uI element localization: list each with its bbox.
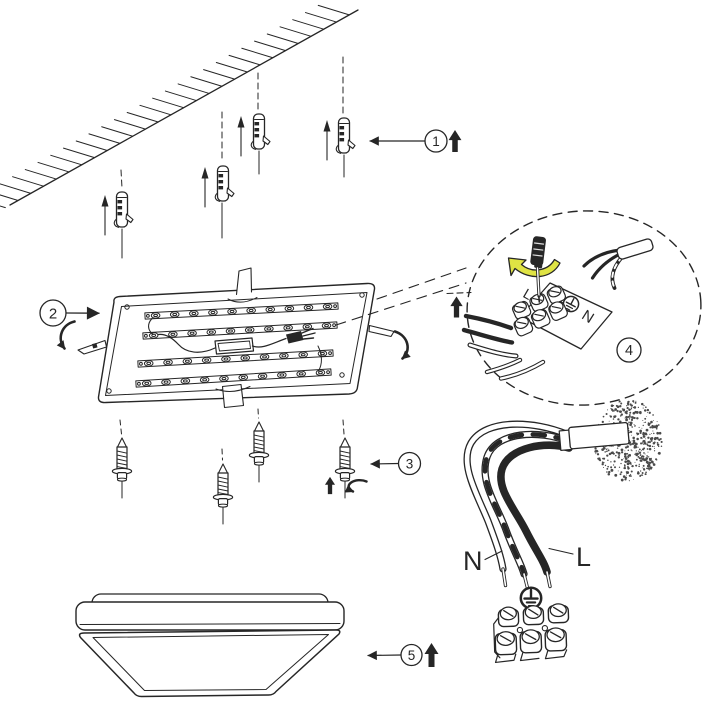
step-4-badge bbox=[616, 337, 642, 363]
step-3-number: 3 bbox=[406, 456, 414, 471]
bold-up-arrow-icon bbox=[448, 129, 462, 153]
leader-line bbox=[484, 550, 503, 561]
wall-anchor bbox=[113, 191, 134, 228]
bold-up-arrow-icon bbox=[324, 476, 336, 495]
lamp-rim bbox=[75, 601, 345, 631]
cable-sheath bbox=[568, 421, 630, 450]
mounting-plate: 2 bbox=[39, 267, 411, 409]
ceiling-surface bbox=[0, 4, 359, 209]
wire bbox=[461, 327, 515, 345]
step-5-number: 5 bbox=[408, 648, 416, 663]
step-2-number: 2 bbox=[49, 305, 57, 322]
step-4-callout: 4 bbox=[616, 337, 642, 363]
plate-connector bbox=[286, 327, 316, 344]
wire bbox=[463, 313, 514, 331]
wall-anchor bbox=[335, 117, 356, 154]
driver-box bbox=[214, 337, 255, 355]
rotate-clockwise-icon bbox=[393, 330, 411, 360]
step-1-badge bbox=[424, 129, 448, 153]
label-live: L bbox=[576, 542, 591, 572]
mounting-screw bbox=[334, 437, 356, 499]
ceiling-lamp: 5 bbox=[75, 593, 439, 698]
magnify-line bbox=[335, 282, 467, 326]
label-neutral: N bbox=[463, 546, 483, 576]
mounting-screw bbox=[111, 437, 133, 499]
wall-anchor bbox=[250, 113, 271, 150]
earth-icon bbox=[562, 295, 580, 313]
step-3-callout: 3 bbox=[324, 451, 422, 495]
earth-icon bbox=[519, 586, 543, 610]
wire-earth bbox=[481, 430, 571, 590]
plate-bottom-bracket bbox=[221, 383, 245, 409]
rotate-counterclockwise-icon bbox=[56, 320, 76, 350]
leader-line bbox=[548, 547, 574, 555]
terminal-block-small bbox=[511, 285, 568, 337]
plate-top-bracket bbox=[235, 267, 253, 296]
wall-anchors-step: 1 bbox=[100, 56, 462, 259]
step-2-badge bbox=[39, 299, 67, 327]
ceiling-hatch bbox=[0, 4, 350, 209]
up-arrow-icon bbox=[100, 194, 110, 236]
up-arrow-icon bbox=[200, 166, 210, 208]
lamp-diffuser bbox=[78, 629, 341, 698]
screws-step: 3 bbox=[111, 408, 422, 525]
mains-cable: N L bbox=[463, 400, 663, 664]
terminal-block bbox=[493, 603, 570, 664]
up-arrow-icon bbox=[322, 119, 332, 161]
wall-anchor bbox=[214, 165, 235, 202]
mounting-screw bbox=[212, 463, 234, 525]
step-1-number: 1 bbox=[432, 134, 440, 149]
step-2-callout: 2 bbox=[39, 299, 100, 327]
rotate-screw-icon bbox=[344, 479, 368, 493]
bold-up-arrow-icon bbox=[424, 643, 439, 667]
leader-line bbox=[370, 459, 400, 469]
mounting-screw bbox=[248, 421, 270, 483]
wiring-detail-balloon: L N bbox=[461, 210, 702, 406]
plate-left-latch bbox=[77, 339, 108, 355]
screwdriver bbox=[507, 236, 561, 303]
wire-live bbox=[497, 441, 573, 589]
bold-up-arrow-icon bbox=[450, 296, 463, 318]
step-4-number: 4 bbox=[625, 343, 633, 359]
balloon-outline bbox=[466, 210, 702, 406]
wire-neutral bbox=[463, 420, 570, 588]
leader-line bbox=[367, 650, 402, 661]
step-5-badge bbox=[400, 643, 423, 667]
plate-right-latch bbox=[368, 324, 395, 338]
plate-inner-line bbox=[105, 292, 368, 396]
stripped-cable bbox=[582, 238, 654, 290]
step-1-callout: 1 bbox=[369, 129, 462, 153]
led-strips bbox=[135, 302, 339, 388]
magnify-line bbox=[376, 267, 467, 300]
driver-wire bbox=[157, 333, 216, 353]
rotate-highlight-arrow-icon bbox=[507, 257, 561, 278]
step-5-callout: 5 bbox=[367, 643, 439, 667]
step-3-badge bbox=[397, 451, 422, 476]
up-arrow-icon bbox=[236, 115, 246, 157]
